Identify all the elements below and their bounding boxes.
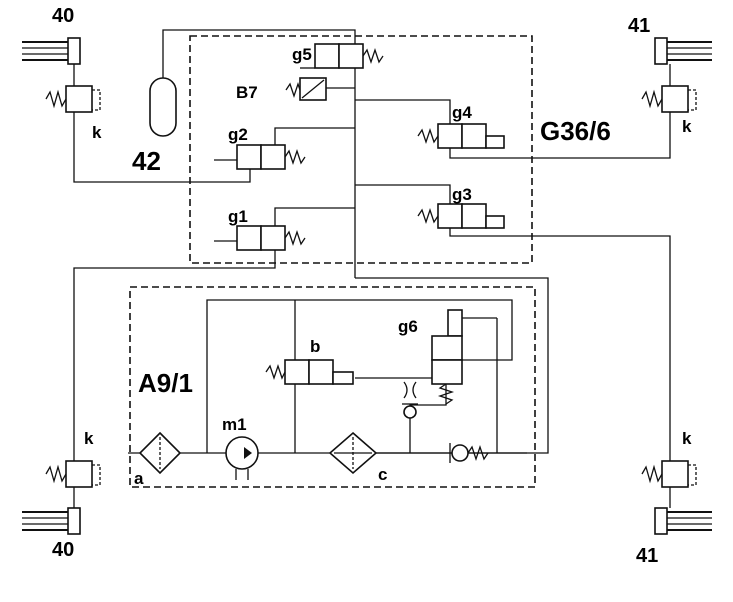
valve-g5 <box>300 43 384 69</box>
check-valve-return <box>449 443 489 463</box>
label-k-top-left: k <box>92 123 102 142</box>
filter-a <box>138 431 182 475</box>
cylinder-40-bottom <box>22 507 81 535</box>
check-valve-k-top-right <box>641 64 697 113</box>
label-a9-1: A9/1 <box>138 368 193 398</box>
a9-1-enclosure <box>129 286 536 488</box>
label-c: c <box>378 465 387 484</box>
check-valve-k-bottom-right <box>641 460 697 508</box>
label-k-bottom-right: k <box>682 429 692 448</box>
label-g2: g2 <box>228 125 248 144</box>
label-g1: g1 <box>228 207 248 226</box>
cylinder-40-top <box>22 37 81 65</box>
sensor-b7 <box>285 77 327 101</box>
accumulator-42 <box>149 77 177 137</box>
g36-6-enclosure <box>189 35 533 264</box>
label-g36-6: G36/6 <box>540 116 611 146</box>
label-b7: B7 <box>236 83 258 102</box>
check-valve-k-top-left <box>45 64 101 113</box>
valve-b <box>265 359 354 385</box>
valve-g4 <box>417 123 505 149</box>
label-cylinder-41-top: 41 <box>628 15 650 37</box>
throttle-check <box>402 381 418 419</box>
valve-g2 <box>214 144 306 170</box>
label-k-top-right: k <box>682 117 692 136</box>
valve-g6 <box>431 309 463 405</box>
pump-m1 <box>225 436 259 480</box>
label-accumulator-42: 42 <box>132 146 161 176</box>
label-cylinder-40-bottom: 40 <box>52 539 74 561</box>
label-b: b <box>310 337 320 356</box>
label-a: a <box>134 469 144 488</box>
label-g3: g3 <box>452 185 472 204</box>
label-g4: g4 <box>452 103 472 122</box>
label-g6: g6 <box>398 317 418 336</box>
cylinder-41-bottom <box>654 507 712 535</box>
label-cylinder-40-top: 40 <box>52 5 74 27</box>
accumulator-line <box>162 29 356 78</box>
label-m1: m1 <box>222 415 247 434</box>
check-valve-k-bottom-left <box>45 460 101 508</box>
valve-g3 <box>417 203 505 229</box>
valve-g1 <box>214 225 306 251</box>
label-cylinder-41-bottom: 41 <box>636 545 658 567</box>
label-k-bottom-left: k <box>84 429 94 448</box>
cylinder-41-top <box>654 37 712 65</box>
label-g5: g5 <box>292 45 312 64</box>
filter-c <box>328 431 378 475</box>
